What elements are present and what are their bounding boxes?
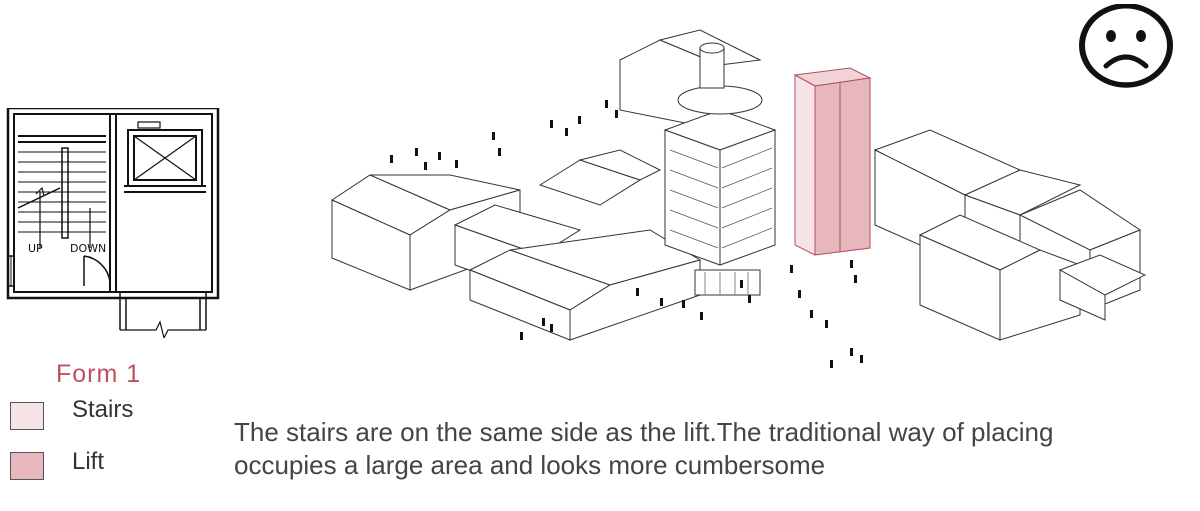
caption-line-2: occupies a large area and looks more cum… bbox=[234, 450, 826, 480]
stairs-swatch bbox=[10, 402, 44, 430]
lift-label: Lift bbox=[72, 448, 105, 475]
sad-face-icon bbox=[1079, 4, 1173, 88]
lift-swatch bbox=[10, 452, 44, 480]
stairs-lift-volume bbox=[793, 67, 872, 256]
building-axonometric bbox=[330, 29, 1147, 368]
down-label: DOWN bbox=[70, 242, 106, 255]
caption-line-1: The stairs are on the same side as the l… bbox=[234, 417, 1054, 447]
up-label: UP bbox=[28, 242, 43, 255]
caption: The stairs are on the same side as the l… bbox=[234, 416, 1194, 482]
stairs-label: Stairs bbox=[72, 396, 134, 423]
floor-plan: UP DOWN bbox=[6, 108, 220, 338]
legend-title: Form 1 bbox=[56, 360, 142, 388]
